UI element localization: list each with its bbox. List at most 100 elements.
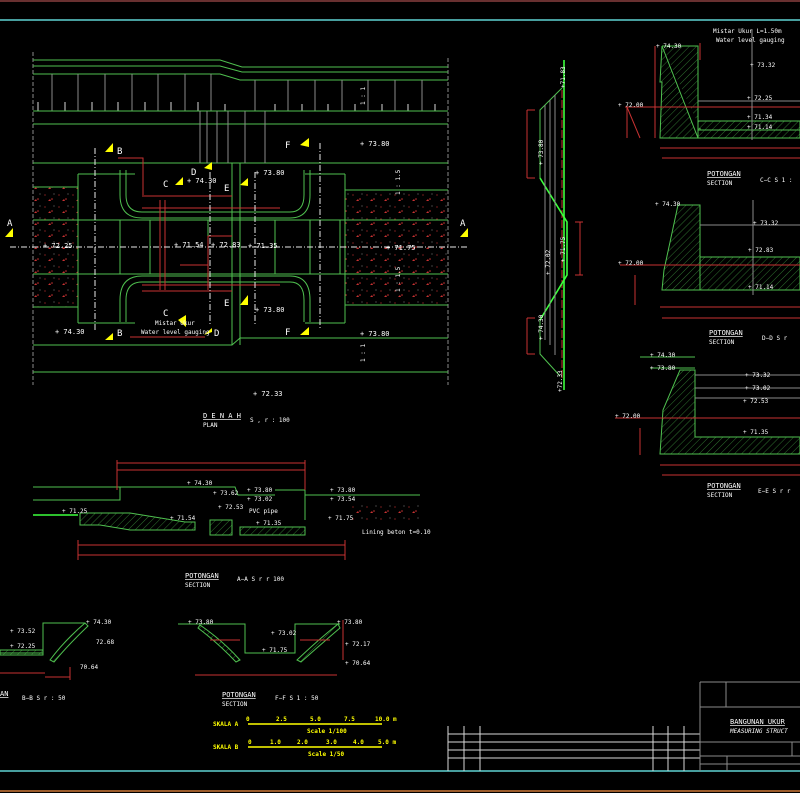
profile-elevation: + 73.80	[538, 139, 545, 165]
elevation: + 71.34	[747, 114, 773, 121]
scale-tick: 4.0	[353, 739, 364, 746]
scale-tick: 3.0	[326, 739, 337, 746]
section-title: POTONGAN	[709, 329, 743, 337]
elevation: + 73.80	[247, 487, 273, 494]
scale-b-label: SKALA B	[213, 744, 239, 751]
profile-elevation: +71.83	[560, 66, 567, 88]
elevation: + 73.32	[745, 372, 771, 379]
section-title: POTONGAN	[707, 170, 741, 178]
elevation: + 73.62	[213, 490, 239, 497]
profile-elevation: + 74.30	[538, 314, 545, 340]
section-label-f-top: F	[285, 141, 290, 151]
section-subtitle: SECTION	[707, 180, 733, 187]
elevation: + 73.80	[650, 365, 676, 372]
elevation: + 70.64	[345, 660, 371, 667]
elevation: + 72.25	[747, 95, 773, 102]
scale-tick: 10.0 m	[375, 716, 397, 723]
plan-view: A A B B C C D D E E F F + 73.80 + 74.30 …	[5, 52, 468, 429]
section-label-f-bottom: F	[285, 328, 290, 338]
section-label-c-top: C	[163, 180, 168, 190]
elevation: + 72.33	[253, 390, 283, 398]
elevation: + 73.02	[271, 630, 297, 637]
elevation: + 71.35	[256, 520, 282, 527]
elevation: + 71.25	[62, 508, 88, 515]
drawing-subtitle: MEASURING STRUCT	[729, 728, 788, 735]
elevation: + 74.30	[187, 480, 213, 487]
elevation: + 73.80	[255, 306, 285, 314]
section-a-a: + 74.30 + 73.62 + 73.80 + 73.02 + 72.53 …	[33, 460, 431, 589]
plan-title: D E N A H	[203, 412, 241, 420]
section-e-e: + 74.30 + 73.80 + 73.32 + 73.02 + 72.53 …	[615, 352, 800, 499]
title-block: BANGUNAN UKUR MEASURING STRUCT	[447, 681, 800, 771]
elevation: + 73.02	[247, 496, 273, 503]
elevation: + 72.53	[218, 504, 244, 511]
elevation: + 74.30	[655, 201, 681, 208]
scale-tick: 5.0	[310, 716, 321, 723]
slope-label: 1 : 1	[360, 344, 367, 362]
section-b-b: + 73.52 + 72.25 + 74.30 72.68 70.64 AN B…	[0, 619, 114, 702]
elevation: + 71.54	[174, 241, 204, 249]
elevation: + 73.80	[330, 487, 356, 494]
elevation: + 72.25	[43, 242, 73, 250]
elevation: + 73.32	[750, 62, 776, 69]
section-subtitle: SECTION	[222, 701, 248, 708]
pvc-label: PVC pipe	[249, 508, 278, 515]
section-label-e-top: E	[224, 184, 229, 194]
elevation: + 71.14	[747, 124, 773, 131]
elevation: + 73.52	[10, 628, 36, 635]
elevation: + 71.54	[170, 515, 196, 522]
elevation: + 72.83	[748, 247, 774, 254]
section-name: F−F S 1 : 50	[275, 695, 319, 702]
elevation: + 71.14	[748, 284, 774, 291]
section-subtitle: SECTION	[185, 582, 211, 589]
plan-subtitle: PLAN	[203, 422, 218, 429]
elevation: 72.68	[96, 639, 114, 646]
profile-elevation: + 72.02	[545, 249, 552, 275]
section-label-e-bottom: E	[224, 299, 229, 309]
section-label-d-bottom: D	[214, 329, 219, 339]
section-subtitle: SECTION	[707, 492, 733, 499]
scale-a-label: SKALA A	[213, 721, 239, 728]
elevation: + 71.75	[262, 647, 288, 654]
section-title: POTONGAN	[185, 572, 219, 580]
gauge-label-en: Water level gauging	[141, 329, 210, 336]
plan-scale: S , r : 100	[250, 417, 290, 424]
elevation: + 73.54	[330, 496, 356, 503]
slope-label: 1 : 1.5	[395, 266, 402, 292]
profile-elevation: +72.33	[557, 370, 564, 392]
scale-tick: 0	[248, 739, 252, 746]
section-subtitle: SECTION	[709, 339, 735, 346]
elevation: + 71.35	[743, 429, 769, 436]
elevation: + 73.80	[360, 140, 390, 148]
section-title: POTONGAN	[222, 691, 256, 699]
elevation: + 73.02	[745, 385, 771, 392]
section-title: AN	[0, 690, 8, 698]
section-f-f: + 73.80 + 73.02 + 71.75 + 73.80 + 72.17 …	[178, 619, 371, 708]
elevation: + 72.53	[743, 398, 769, 405]
scale-tick: 2.0	[297, 739, 308, 746]
elevation: + 72.25	[10, 643, 36, 650]
section-label-a-left: A	[7, 219, 13, 229]
section-d-d: + 74.30 + 73.32 + 72.00 + 72.83 + 71.14 …	[618, 200, 800, 346]
elevation: + 74.30	[650, 352, 676, 359]
scale-tick: 2.5	[276, 716, 287, 723]
elevation: + 73.80	[188, 619, 214, 626]
gauge-label: Mistar Ukur	[155, 320, 195, 327]
elevation: 70.64	[80, 664, 98, 671]
scale-tick: 0	[246, 716, 250, 723]
scale-tick: 5.0 m	[378, 739, 396, 746]
section-label-d-top: D	[191, 168, 196, 178]
elevation: + 73.32	[753, 220, 779, 227]
section-name: E−E S r r	[758, 488, 791, 495]
elevation: + 72.00	[615, 413, 641, 420]
scale-bars: SKALA A 0 2.5 5.0 7.5 10.0 m Scale 1/100…	[213, 716, 397, 758]
elevation: + 72.00	[618, 102, 644, 109]
slope-label: 1 : 1.5	[395, 169, 402, 195]
scale-a-caption: Scale 1/100	[307, 728, 347, 735]
section-label-b-top: B	[117, 147, 122, 157]
elevation: + 73.80	[255, 169, 285, 177]
elevation: + 74.30	[187, 177, 217, 185]
gauge-label: Mistar Ukur L=1.50m	[713, 28, 782, 35]
section-name: C−C S 1 :	[760, 177, 793, 184]
